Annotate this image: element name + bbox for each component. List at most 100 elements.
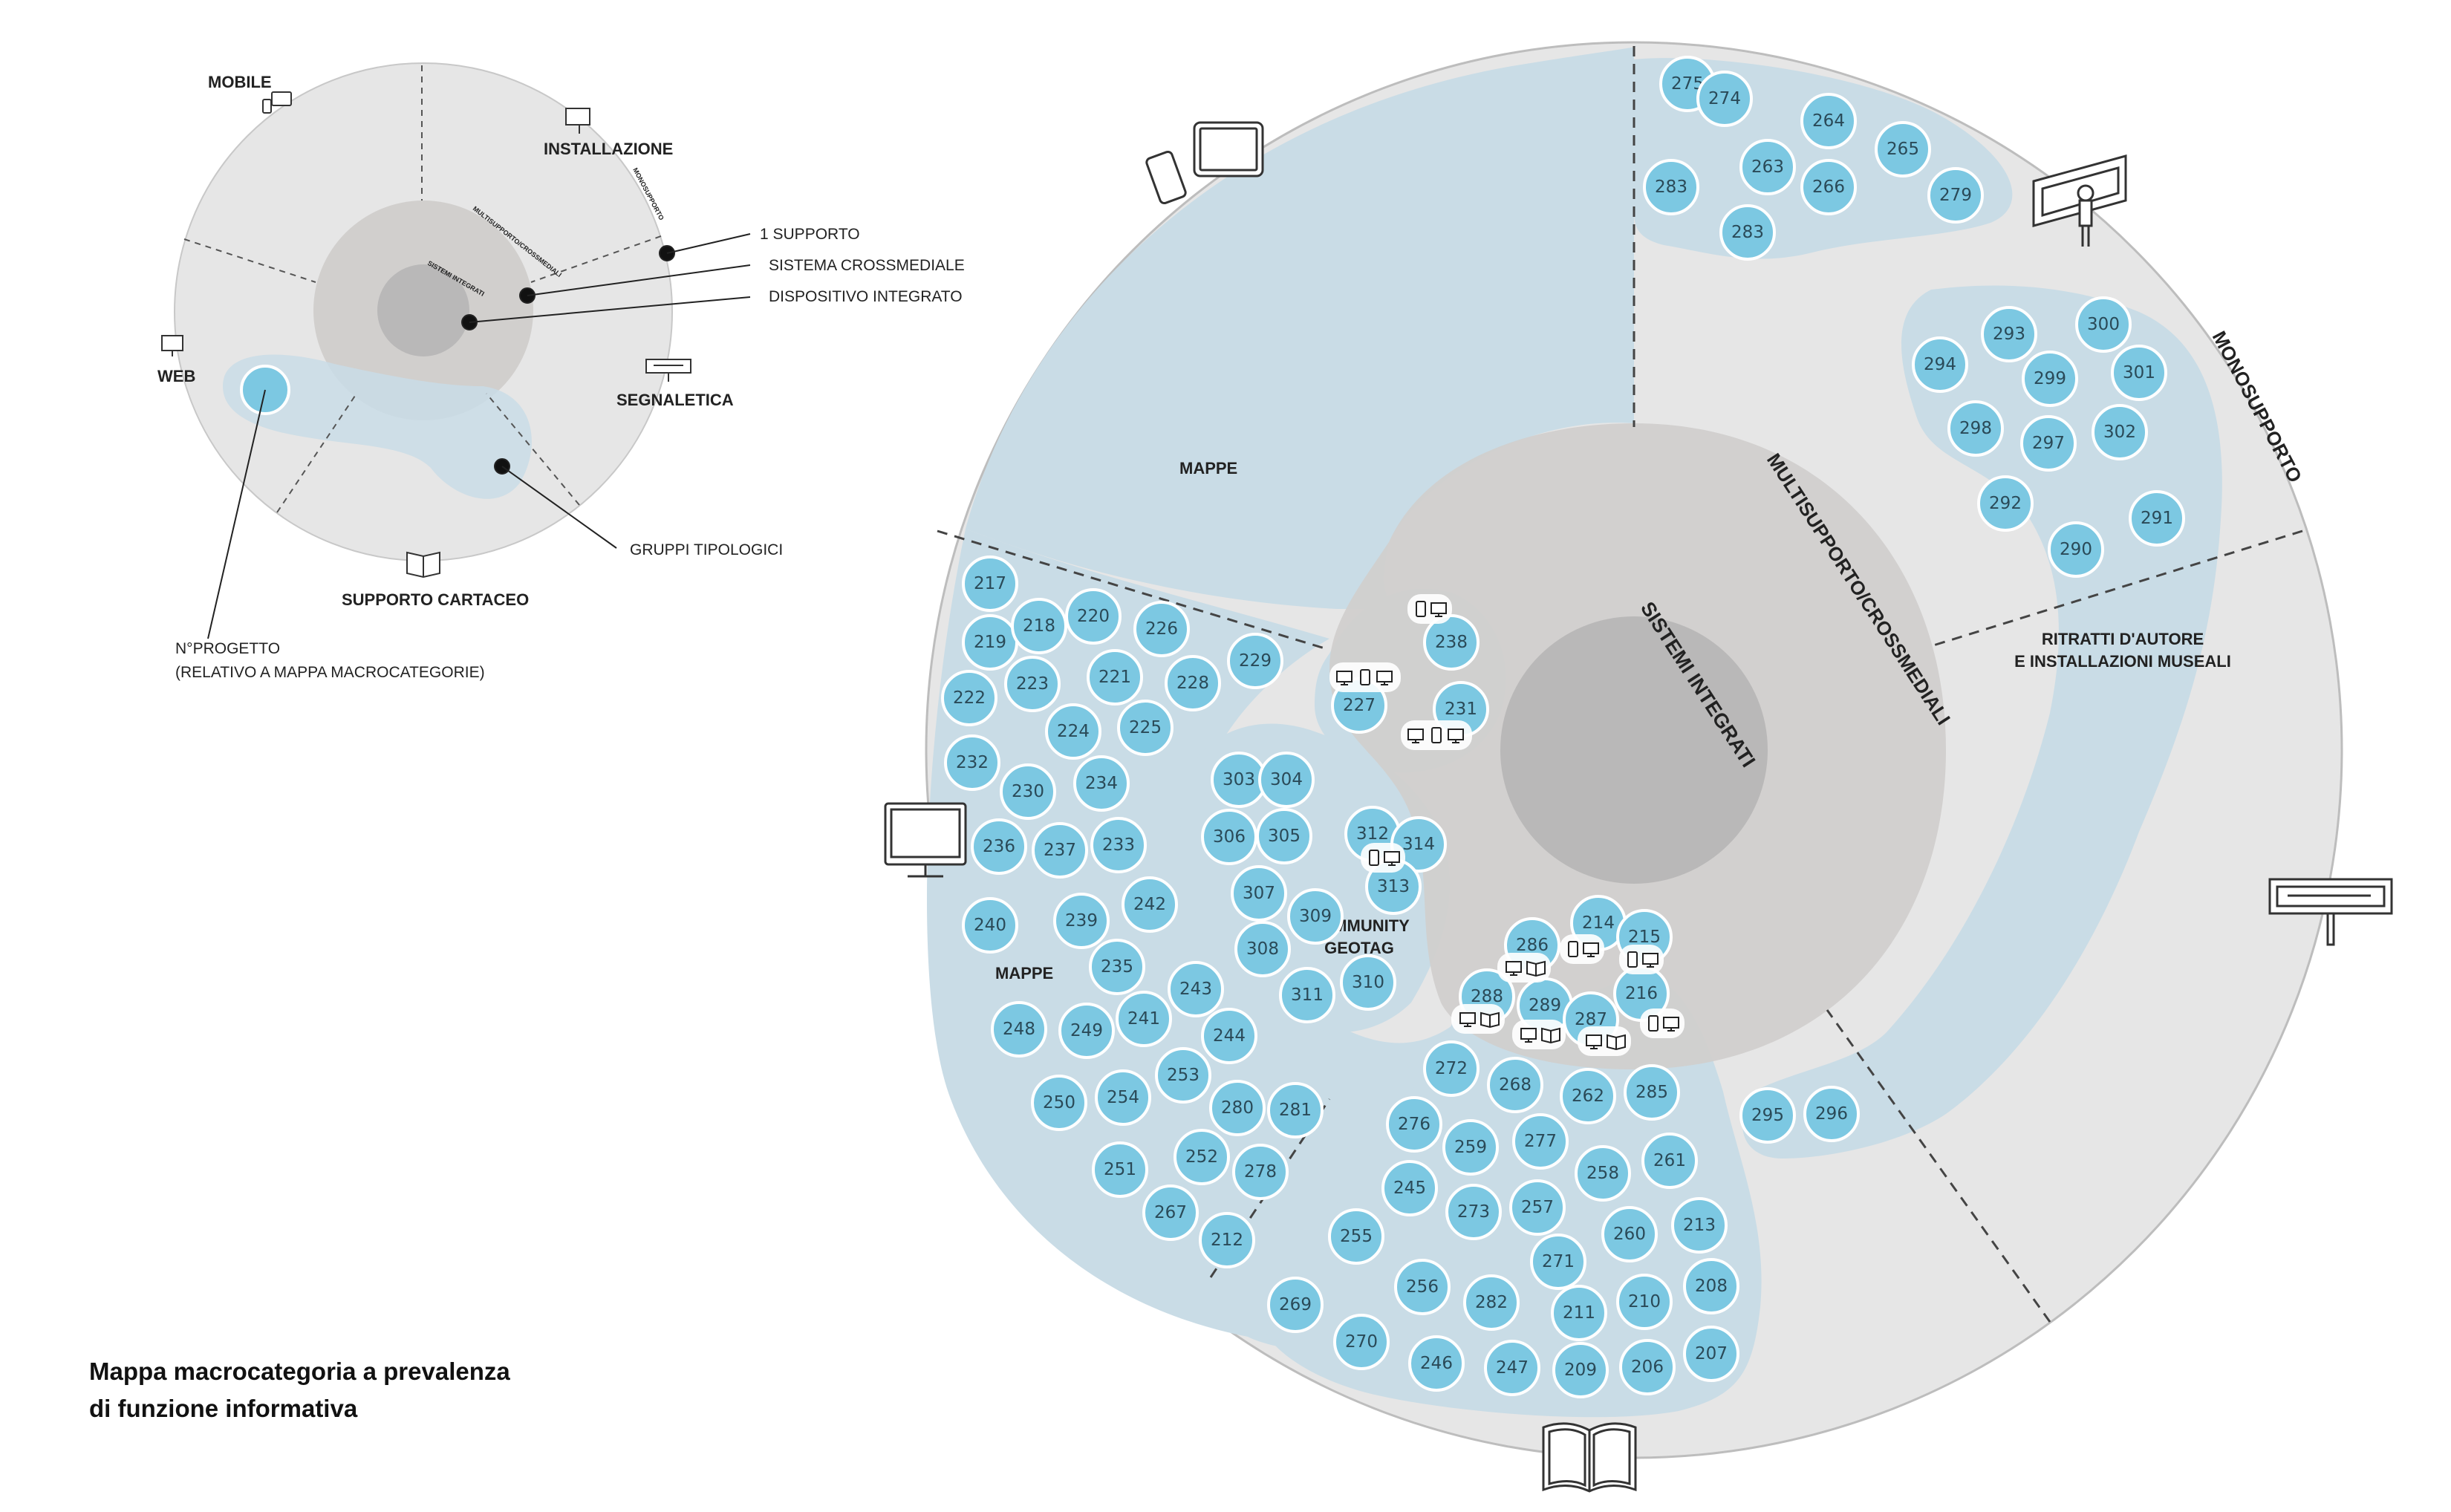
bubble-number: 229 [1239,651,1272,671]
project-bubble: 211 [1551,1285,1607,1341]
bubble-number: 228 [1176,674,1209,693]
device-tag-288 [1451,1004,1505,1034]
bubble-circle [1231,865,1287,922]
bubble-circle [1287,888,1344,945]
bubble-number: 245 [1393,1179,1426,1198]
bubble-circle [1117,700,1174,756]
project-bubble: 213 [1671,1197,1728,1254]
bubble-circle [1643,159,1699,215]
project-bubble: 313 [1365,858,1422,915]
project-bubble: 281 [1267,1082,1324,1138]
bubble-circle [1174,1129,1230,1185]
bubble-number: 225 [1129,718,1162,737]
bubble-circle [1133,601,1190,657]
project-bubble: 245 [1381,1160,1438,1216]
bubble-circle [1089,939,1145,995]
bubble-circle [1616,1274,1673,1330]
device-tag-238 [1407,594,1452,624]
device-tag-231 [1401,720,1472,750]
bubble-number: 219 [974,633,1006,652]
legend-callout-gruppi: GRUPPI TIPOLOGICI [630,541,783,558]
bubble-number: 304 [1270,770,1303,789]
bubble-number: 249 [1070,1021,1103,1040]
bubble-number: 206 [1631,1358,1664,1377]
bubble-circle [1445,1184,1502,1240]
main-diagram: MONOSUPPORTO MULTISUPPORTO/CROSSMEDIALI … [884,41,2393,1493]
bubble-circle [1575,1145,1631,1202]
project-bubble: 235 [1089,939,1145,995]
bubble-number: 267 [1154,1203,1187,1222]
bubble-number: 277 [1524,1132,1557,1151]
bubble-number: 289 [1529,996,1561,1015]
bubble-number: 302 [2103,423,2136,442]
bubble-number: 285 [1635,1083,1668,1102]
bubble-number: 306 [1213,827,1246,847]
project-bubble: 270 [1333,1314,1390,1370]
group-label-mappe-left: MAPPE [995,964,1053,983]
bubble-circle [1739,139,1796,195]
legend-diagram: 1 SUPPORTO SISTEMA CROSSMEDIALE DISPOSIT… [157,62,965,681]
device-tag-287 [1578,1026,1631,1056]
bubble-circle [1423,614,1480,671]
bubble-number: 253 [1167,1066,1200,1085]
bubble-circle [1875,121,1931,177]
bubble-circle [1803,1086,1860,1142]
project-bubble: 308 [1234,921,1291,977]
bubble-circle [1053,893,1110,949]
project-bubble: 271 [1530,1234,1586,1290]
bubble-circle [2129,490,2185,547]
project-bubble: 243 [1168,961,1224,1017]
bubble-circle [1031,1075,1087,1131]
bubble-number: 288 [1471,987,1503,1006]
bubble-number: 295 [1751,1106,1784,1125]
bubble-number: 314 [1402,835,1435,854]
bubble-number: 300 [2087,315,2120,334]
bubble-number: 234 [1085,774,1118,793]
project-bubble: 210 [1616,1274,1673,1330]
bubble-circle [1981,306,2037,362]
bubble-number: 243 [1179,980,1212,999]
bubble-number: 261 [1653,1151,1686,1170]
bubble-number: 232 [956,753,989,772]
project-bubble: 254 [1095,1069,1151,1126]
monitor-icon [884,802,967,878]
bubble-circle [944,734,1000,791]
bubble-circle [1340,954,1396,1011]
bubble-circle [1442,1119,1499,1176]
diagram-title-line-2: di funzione informativa [89,1395,358,1422]
bubble-circle [1032,822,1088,879]
bubble-circle [1058,1003,1115,1059]
bubble-number: 299 [2034,369,2066,388]
bubble-number: 227 [1343,696,1376,715]
project-bubble: 259 [1442,1119,1499,1176]
project-bubble: 232 [944,734,1000,791]
bubble-number: 305 [1268,827,1301,846]
bubble-circle [1530,1234,1586,1290]
bubble-number: 220 [1077,607,1110,626]
bubble-number: 241 [1127,1009,1160,1029]
project-bubble: 262 [1560,1068,1616,1124]
project-bubble: 246 [1408,1335,1465,1392]
legend-dividers [183,65,662,513]
bubble-circle [1619,1339,1676,1395]
project-bubble: 267 [1142,1184,1199,1241]
bubble-circle [962,897,1018,954]
project-bubble: 269 [1267,1277,1324,1333]
bubble-number: 283 [1655,177,1687,197]
project-bubble: 301 [2111,345,2167,401]
project-bubble: 298 [1947,400,2004,457]
legend-label-supporto-cartaceo: SUPPORTO CARTACEO [342,590,529,609]
bubble-number: 266 [1812,177,1845,197]
project-bubble: 206 [1619,1339,1676,1395]
bubble-number: 301 [2123,363,2155,382]
bubble-circle [1947,400,2004,457]
bubble-number: 224 [1057,722,1090,741]
legend-callout-progetto: N°PROGETTO [175,640,280,657]
bubble-circle [1512,1113,1569,1170]
bubble-circle [1487,1057,1543,1113]
bubble-circle [1234,921,1291,977]
bubble-number: 250 [1043,1093,1075,1112]
bubble-number: 308 [1246,939,1279,959]
project-bubble: 250 [1031,1075,1087,1131]
bubble-number: 252 [1185,1147,1218,1167]
